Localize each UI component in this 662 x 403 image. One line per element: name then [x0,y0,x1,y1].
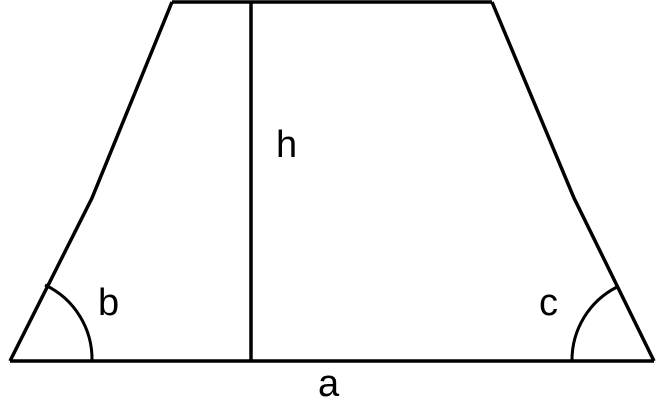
height-label: h [276,124,297,166]
angle-c-arc [570,285,618,362]
right-leg [490,1,656,362]
base-label: a [318,363,340,403]
right-angle-label: c [539,282,558,324]
angle-b-arc [44,283,94,362]
left-angle-label: b [98,282,119,324]
left-leg [8,1,174,362]
